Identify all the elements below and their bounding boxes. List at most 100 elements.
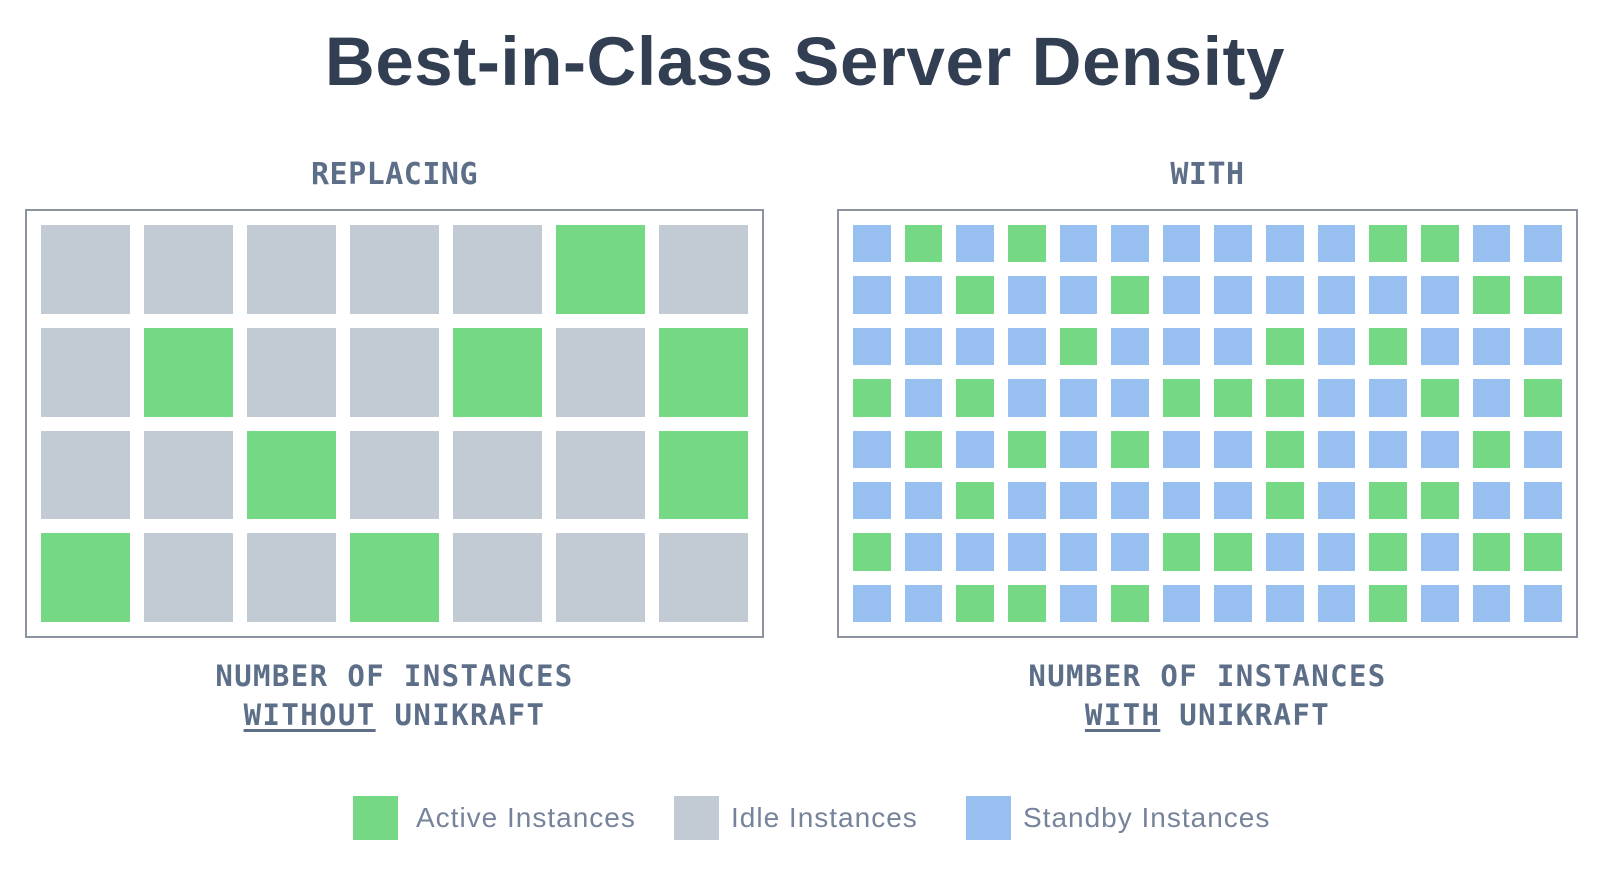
standby-instance-cell xyxy=(1059,276,1098,314)
panel-heading-without-unikraft: REPLACING xyxy=(310,157,479,192)
standby-instance-cell xyxy=(1524,430,1562,468)
idle-instance-cell xyxy=(144,533,233,622)
active-instance-cell xyxy=(659,430,748,520)
standby-instance-cell xyxy=(1214,584,1253,622)
standby-instance-cell xyxy=(1524,481,1562,520)
standby-instance-cell xyxy=(1266,584,1304,622)
active-instance-cell xyxy=(1214,533,1253,571)
standby-instance-cell xyxy=(956,327,994,366)
active-instance-cell xyxy=(956,379,994,417)
standby-instance-cell xyxy=(956,430,994,468)
standby-instance-cell xyxy=(1162,276,1201,314)
idle-instance-cell xyxy=(144,225,233,314)
active-instance-cell xyxy=(1369,327,1408,366)
idle-instance-cell xyxy=(350,225,439,314)
active-instance-cell xyxy=(1472,430,1511,468)
page-title: Best-in-Class Server Density xyxy=(324,23,1286,100)
legend-label-active: Active Instances xyxy=(416,802,636,833)
standby-instance-cell xyxy=(1162,430,1201,468)
active-instance-cell xyxy=(1524,533,1562,571)
standby-instance-cell xyxy=(853,481,891,520)
standby-instance-cell xyxy=(1421,276,1459,314)
standby-instance-cell xyxy=(1162,225,1201,263)
legend-swatch-active xyxy=(353,796,398,840)
active-instance-cell xyxy=(904,225,943,263)
standby-instance-cell xyxy=(904,327,943,366)
active-instance-cell xyxy=(1524,379,1562,417)
legend-item-active: Active Instances xyxy=(353,796,636,840)
standby-instance-cell xyxy=(1007,481,1046,520)
active-instance-cell xyxy=(1266,481,1304,520)
standby-instance-cell xyxy=(1317,584,1356,622)
standby-instance-cell xyxy=(853,584,891,622)
legend-swatch-standby xyxy=(966,796,1011,840)
active-instance-cell xyxy=(144,327,233,417)
standby-instance-cell xyxy=(1059,481,1098,520)
standby-instance-cell xyxy=(1111,379,1149,417)
active-instance-cell xyxy=(1266,379,1304,417)
idle-instance-cell xyxy=(556,430,645,520)
idle-instance-cell xyxy=(41,327,130,417)
standby-instance-cell xyxy=(1214,430,1253,468)
active-instance-cell xyxy=(1421,225,1459,263)
standby-instance-cell xyxy=(1472,327,1511,366)
active-instance-cell xyxy=(1472,276,1511,314)
active-instance-cell xyxy=(1111,276,1149,314)
standby-instance-cell xyxy=(1317,327,1356,366)
standby-instance-cell xyxy=(1111,533,1149,571)
idle-instance-cell xyxy=(453,533,542,622)
legend-item-standby: Standby Instances xyxy=(966,796,1270,840)
standby-instance-cell xyxy=(1524,584,1562,622)
legend-label-idle: Idle Instances xyxy=(731,802,918,833)
idle-instance-cell xyxy=(247,533,336,622)
standby-instance-cell xyxy=(1421,327,1459,366)
standby-instance-cell xyxy=(1007,379,1046,417)
active-instance-cell xyxy=(1059,327,1098,366)
standby-instance-cell xyxy=(904,533,943,571)
standby-instance-cell xyxy=(1214,327,1253,366)
active-instance-cell xyxy=(1421,379,1459,417)
caption-line1: NUMBER OF INSTANCES xyxy=(215,659,574,693)
idle-instance-cell xyxy=(453,225,542,314)
active-instance-cell xyxy=(1369,584,1408,622)
active-instance-cell xyxy=(1369,533,1408,571)
idle-instance-cell xyxy=(556,327,645,417)
standby-instance-cell xyxy=(1162,584,1201,622)
active-instance-cell xyxy=(956,481,994,520)
standby-instance-cell xyxy=(1111,327,1149,366)
active-instance-cell xyxy=(1369,225,1408,263)
legend-swatch-idle xyxy=(674,796,719,840)
caption-line1: NUMBER OF INSTANCES xyxy=(1028,659,1387,693)
standby-instance-cell xyxy=(853,225,891,263)
standby-instance-cell xyxy=(1317,481,1356,520)
active-instance-cell xyxy=(1007,225,1046,263)
standby-instance-cell xyxy=(1317,225,1356,263)
standby-instance-cell xyxy=(1007,327,1046,366)
active-instance-cell xyxy=(1266,327,1304,366)
active-instance-cell xyxy=(1266,430,1304,468)
active-instance-cell xyxy=(853,533,891,571)
active-instance-cell xyxy=(1007,584,1046,622)
standby-instance-cell xyxy=(1472,379,1511,417)
standby-instance-cell xyxy=(1162,327,1201,366)
standby-instance-cell xyxy=(904,379,943,417)
standby-instance-cell xyxy=(1421,430,1459,468)
standby-instance-cell xyxy=(904,584,943,622)
caption-emphasis: WITHOUT xyxy=(243,698,376,732)
standby-instance-cell xyxy=(1059,533,1098,571)
caption-rest: UNIKRAFT xyxy=(1160,698,1331,732)
standby-instance-cell xyxy=(1007,533,1046,571)
standby-instance-cell xyxy=(1266,276,1304,314)
standby-instance-cell xyxy=(1111,225,1149,263)
active-instance-cell xyxy=(956,584,994,622)
active-instance-cell xyxy=(659,327,748,417)
active-instance-cell xyxy=(1162,379,1201,417)
idle-instance-cell xyxy=(659,225,748,314)
legend-label-standby: Standby Instances xyxy=(1023,802,1271,833)
active-instance-cell xyxy=(556,225,645,314)
standby-instance-cell xyxy=(1472,584,1511,622)
standby-instance-cell xyxy=(1317,379,1356,417)
standby-instance-cell xyxy=(1214,481,1253,520)
standby-instance-cell xyxy=(853,430,891,468)
active-instance-cell xyxy=(350,533,439,622)
